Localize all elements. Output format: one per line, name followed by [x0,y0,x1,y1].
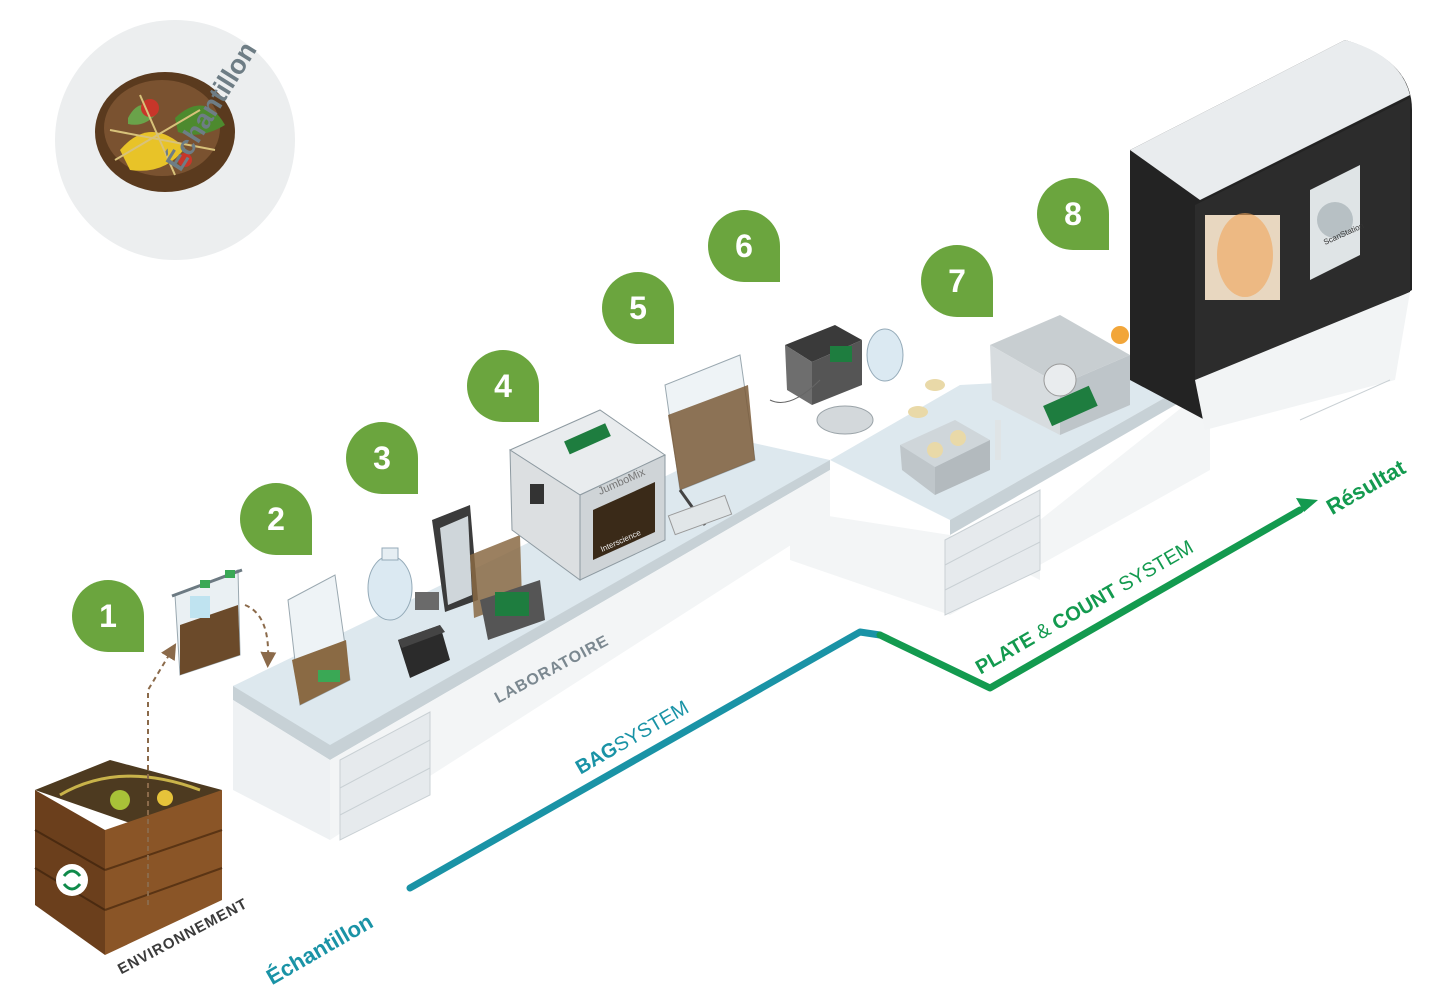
step-number: 2 [267,500,285,537]
plate-rack [900,420,1001,495]
step-number: 6 [735,227,753,264]
badge-shape [708,210,780,282]
step-number: 7 [948,262,966,299]
dashed-arrow-icon [147,643,177,905]
badge-shape [467,350,539,422]
peristaltic-pump [769,325,945,435]
bagsystem-flow-line [406,628,884,892]
plate-count-flow-line [876,506,1304,692]
arrow-head-icon [1296,498,1318,512]
badge-shape [72,580,144,652]
sample-circle [55,20,295,260]
dispenser-equipment [367,505,545,678]
step-number: 1 [99,597,117,634]
step-badge-4[interactable]: 4 [467,350,539,422]
step-badge-7[interactable]: 7 [921,245,993,317]
badge-shape [346,422,418,494]
recycle-logo-icon [56,864,88,896]
step-number: 8 [1064,195,1082,232]
sample-bag [171,568,243,676]
step-badge-1[interactable]: 1 [72,580,144,652]
step-number: 5 [629,289,647,326]
bag-rack [664,354,756,536]
step-badge-3[interactable]: 3 [346,422,418,494]
step-badge-5[interactable]: 5 [602,272,674,344]
amp-sign: & [1032,618,1055,645]
jumbomix-blender: JumboMix Interscience [508,409,666,581]
compost-crate [34,760,223,955]
scanstation-machine: ScanStation [1130,40,1412,430]
step-number: 3 [373,439,391,476]
bag-stand [287,574,351,706]
badge-shape [921,245,993,317]
badge-shape [1037,178,1109,250]
step-badge-2[interactable]: 2 [240,483,312,555]
badge-shape [602,272,674,344]
step-number: 4 [494,367,512,404]
step-badge-6[interactable]: 6 [708,210,780,282]
step-badge-8[interactable]: 8 [1037,178,1109,250]
badge-shape [240,483,312,555]
dashed-arrow-icon [244,604,277,668]
